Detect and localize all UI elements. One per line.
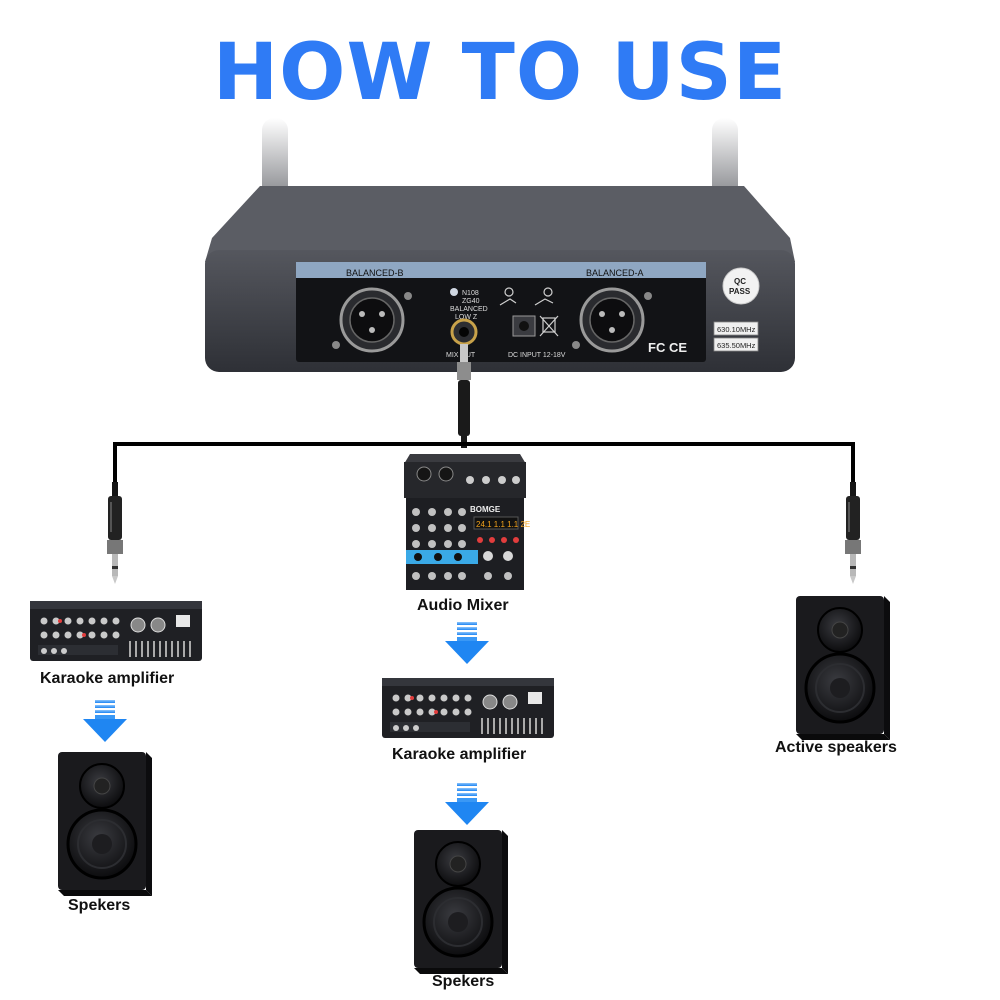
caption-left-speakers: Spekers — [68, 897, 131, 914]
qc-text: QC — [734, 277, 746, 286]
balanced-text: BALANCED — [450, 306, 488, 313]
balanced-b-label: BALANCED-B — [346, 268, 404, 278]
jack-plug-icon-right — [845, 482, 861, 584]
speaker-icon-right — [794, 594, 892, 742]
mixer-icon: BOMGE 24.1 1.1 1.1 2E — [404, 454, 530, 590]
frequency-b: 635.50MHz — [717, 341, 756, 350]
caption-left-amplifier: Karaoke amplifier — [40, 670, 175, 687]
balanced-a-label: BALANCED-A — [586, 268, 644, 278]
amplifier-icon-left — [29, 600, 203, 662]
caption-active-speakers: Active speakers — [775, 739, 897, 756]
speaker-icon-center — [412, 828, 510, 976]
amplifier-icon-center — [381, 677, 555, 739]
model-number: N108 — [462, 290, 479, 297]
mixer-display: 24.1 1.1 1.1 2E — [476, 520, 530, 529]
page-title: HOW TO USE — [212, 28, 788, 118]
down-arrow-icon-center-bottom — [445, 783, 489, 825]
mixer-brand: BOMGE — [470, 505, 501, 514]
speaker-icon-left — [56, 750, 154, 898]
frequency-a: 630.10MHz — [717, 325, 756, 334]
caption-center-amplifier: Karaoke amplifier — [392, 746, 527, 763]
receiver-icon: BALANCED-B BALANCED-A N108 ZG40 BALANCED… — [205, 186, 795, 372]
down-arrow-icon-left — [83, 700, 127, 742]
jack-plug-icon-left — [107, 482, 123, 584]
model-code: ZG40 — [462, 298, 480, 305]
main-cable — [113, 344, 855, 490]
down-arrow-icon-center-top — [445, 622, 489, 664]
caption-audio-mixer: Audio Mixer — [417, 597, 509, 614]
dc-input-label: DC INPUT 12-18V — [508, 352, 566, 359]
pass-text: PASS — [729, 287, 751, 296]
caption-center-speakers: Spekers — [432, 973, 495, 990]
cert-marks: FC CE — [648, 340, 687, 355]
low-z-text: LOW Z — [455, 314, 478, 321]
